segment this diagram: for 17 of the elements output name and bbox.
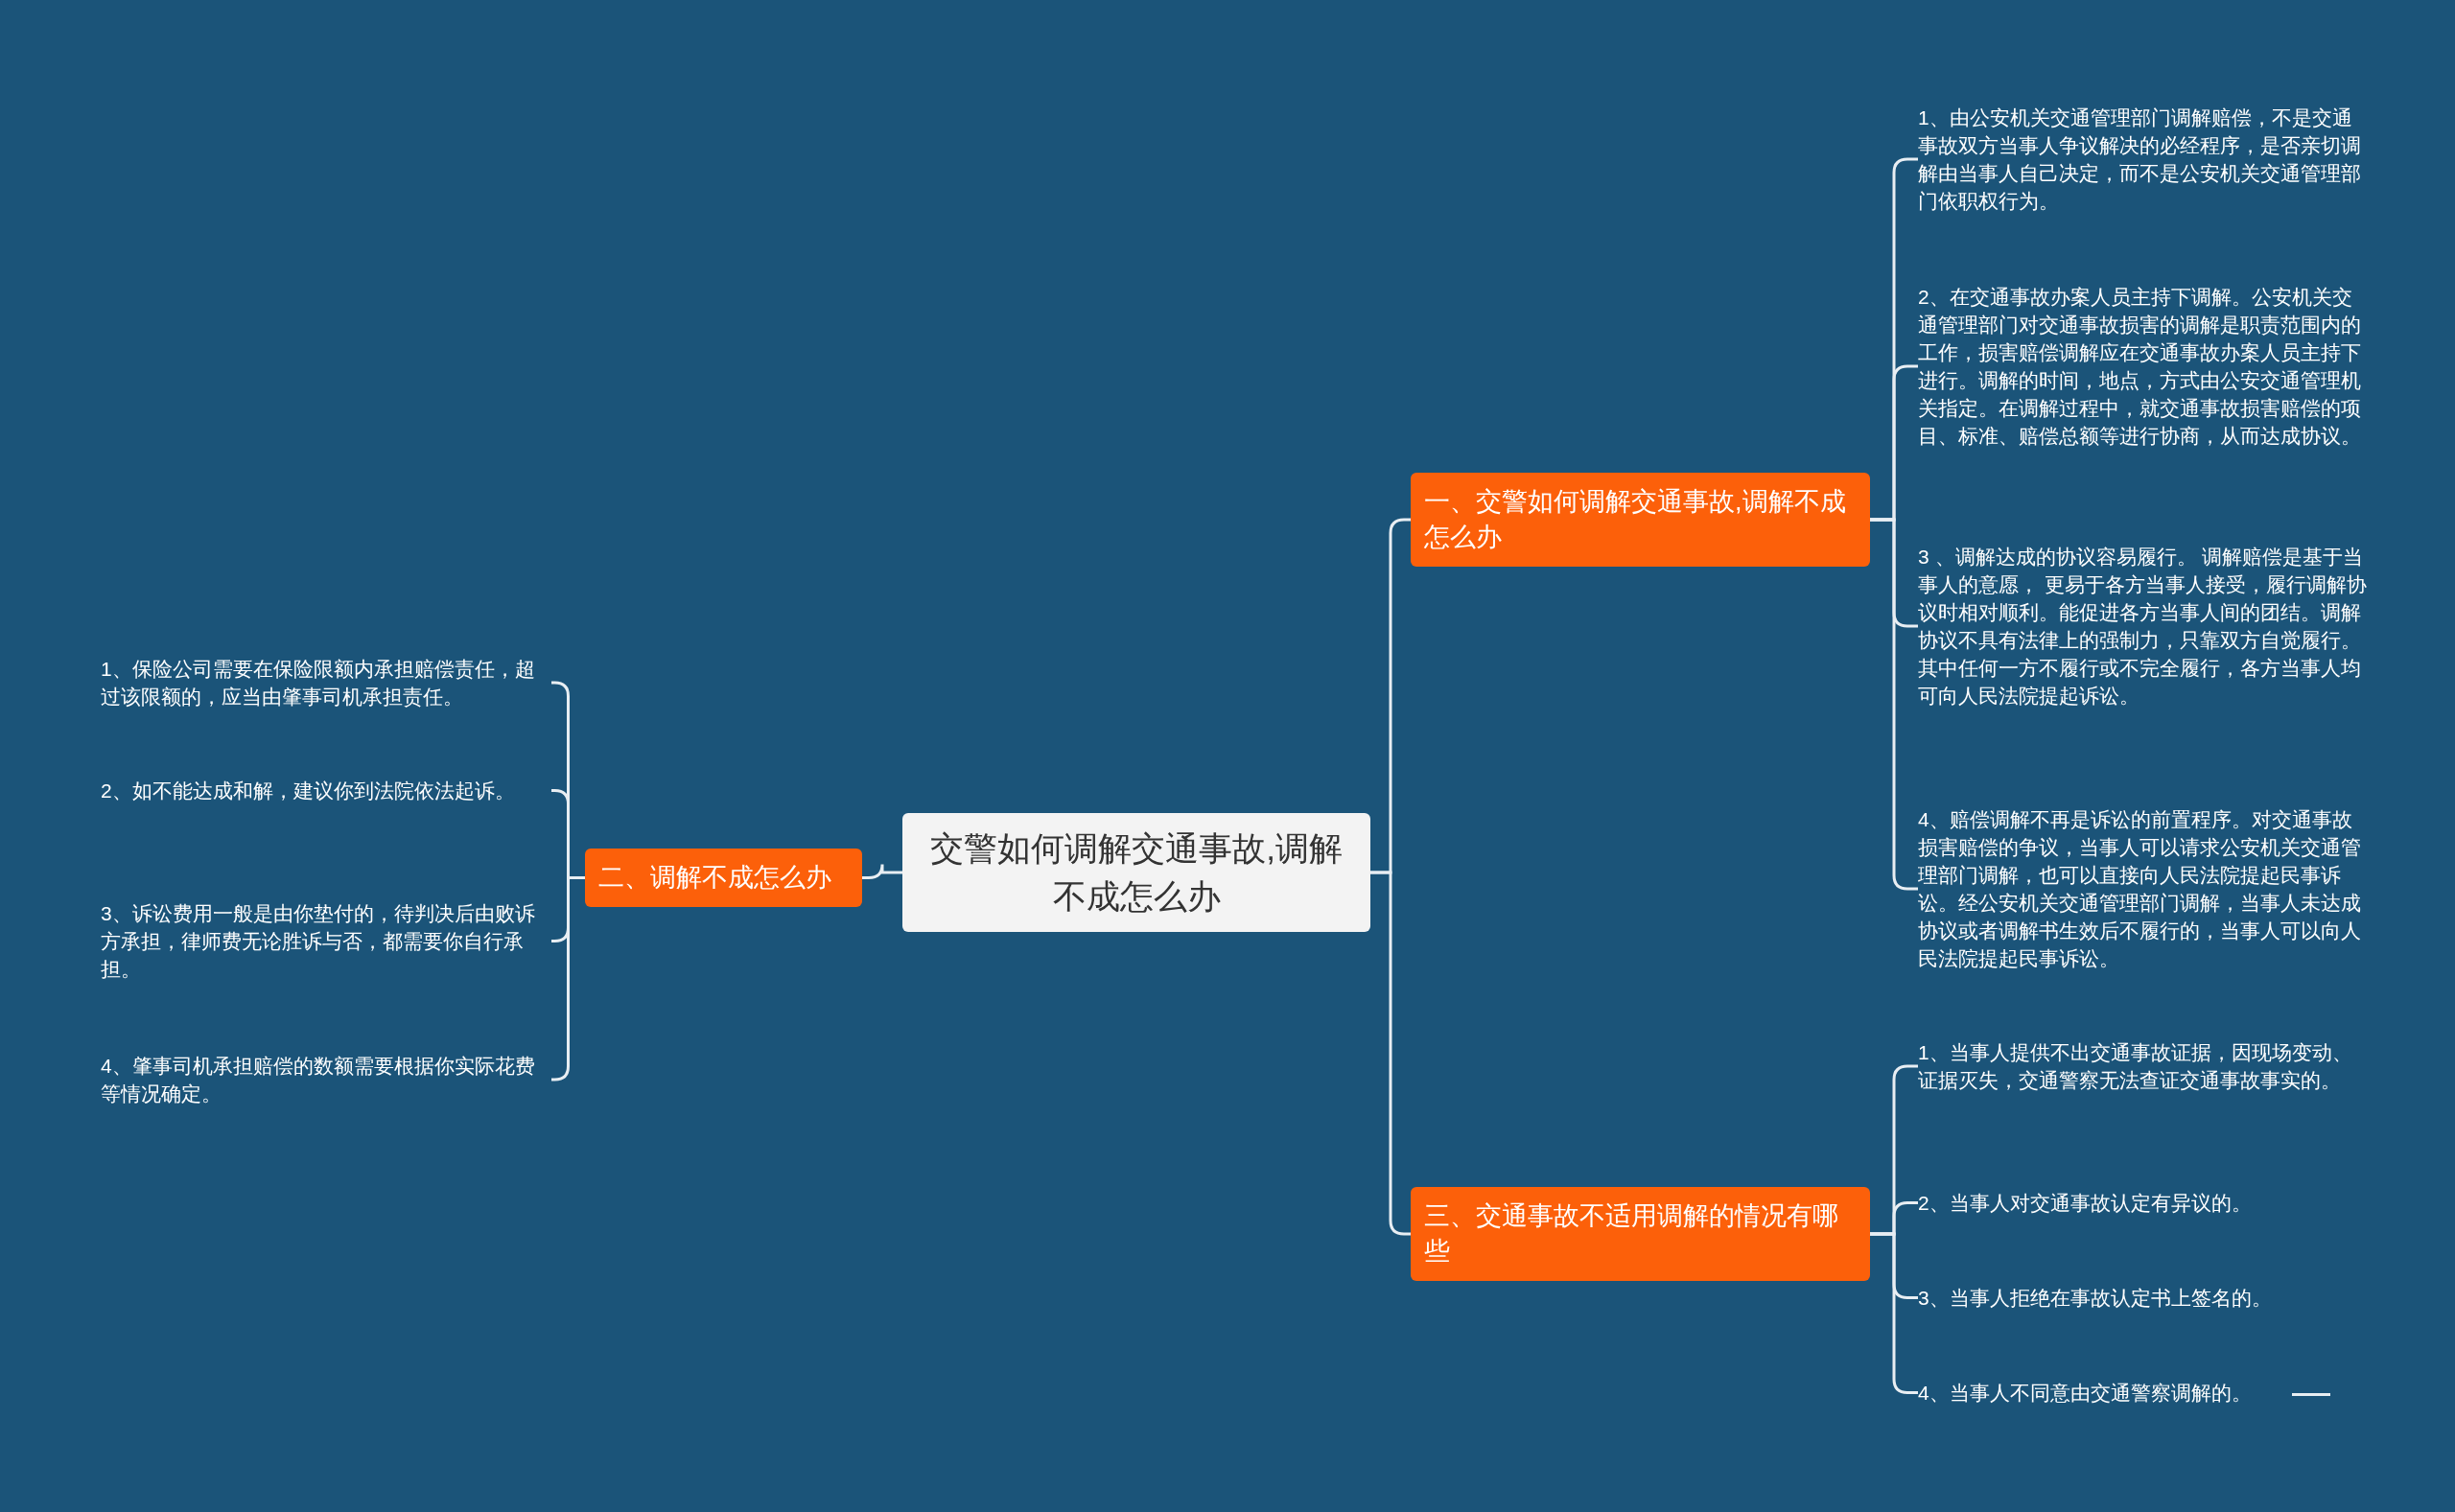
note-text: 1、当事人提供不出交通事故证据，因现场变动、证据灭失，交通警察无法查证交通事故事实的。 <box>1918 1038 2369 1094</box>
note-text: 4、当事人不同意由交通警察调解的。 <box>1918 1379 2302 1407</box>
central-topic-box: 交警如何调解交通事故,调解不成怎么办 <box>902 813 1370 932</box>
note-text: 4、肇事司机承担赔偿的数额需要根据你实际花费等情况确定。 <box>101 1052 551 1107</box>
note-text: 3、当事人拒绝在事故认定书上签名的。 <box>1918 1284 2369 1312</box>
topic-box: 二、调解不成怎么办 <box>585 849 862 907</box>
topic-box: 一、交警如何调解交通事故,调解不成怎么办 <box>1411 473 1870 567</box>
note-text: 1、由公安机关交通管理部门调解赔偿，不是交通事故双方当事人争议解决的必经程序，是否亲切调解由当事人自己决定，而不是公安机关交通管理部门依职权行为。 <box>1918 104 2369 215</box>
note-text: 2、在交通事故办案人员主持下调解。公安机关交通管理部门对交通事故损害的调解是职责范围内的工作，损害赔偿调解应在交通事故办案人员主持下进行。调解的时间，地点，方式由公安交通管理机关指定。在调解过程中，就交通事故损害赔偿的项目、标准、赔偿总额等进行协商，从而达成协议。 <box>1918 283 2369 450</box>
connector-line <box>862 863 902 879</box>
note-text: 2、如不能达成和解，建议你到法院依法起诉。 <box>101 777 551 804</box>
note-text: 3 、调解达成的协议容易履行。 调解赔偿是基于当事人的意愿， 更易于各方当事人接受，履行调解协议时相对顺利。能促进各方当事人间的团结。调解协议不具有法律上的强制力，只靠双方自觉履行。其中任何一方不履行或不完全履行，各方当事人均可向人民法院提起诉讼。 <box>1918 543 2369 709</box>
note-text: 1、保险公司需要在保险限额内承担赔偿责任，超过该限额的，应当由肇事司机承担责任。 <box>101 655 551 710</box>
topic-box: 三、交通事故不适用调解的情况有哪些 <box>1411 1187 1870 1281</box>
note-text: 2、当事人对交通事故认定有异议的。 <box>1918 1189 2369 1217</box>
note-text: 4、赔偿调解不再是诉讼的前置程序。对交通事故损害赔偿的争议，当事人可以请求公安机关交通管理部门调解，也可以直接向人民法院提起民事诉讼。经公安机关交通管理部门调解，当事人未达成协议或者调解书生效后不履行的，当事人可以向人民法院提起民事诉讼。 <box>1918 805 2369 972</box>
note-text: 3、诉讼费用一般是由你垫付的，待判决后由败诉方承担，律师费无论胜诉与否，都需要你自行承担。 <box>101 899 551 983</box>
